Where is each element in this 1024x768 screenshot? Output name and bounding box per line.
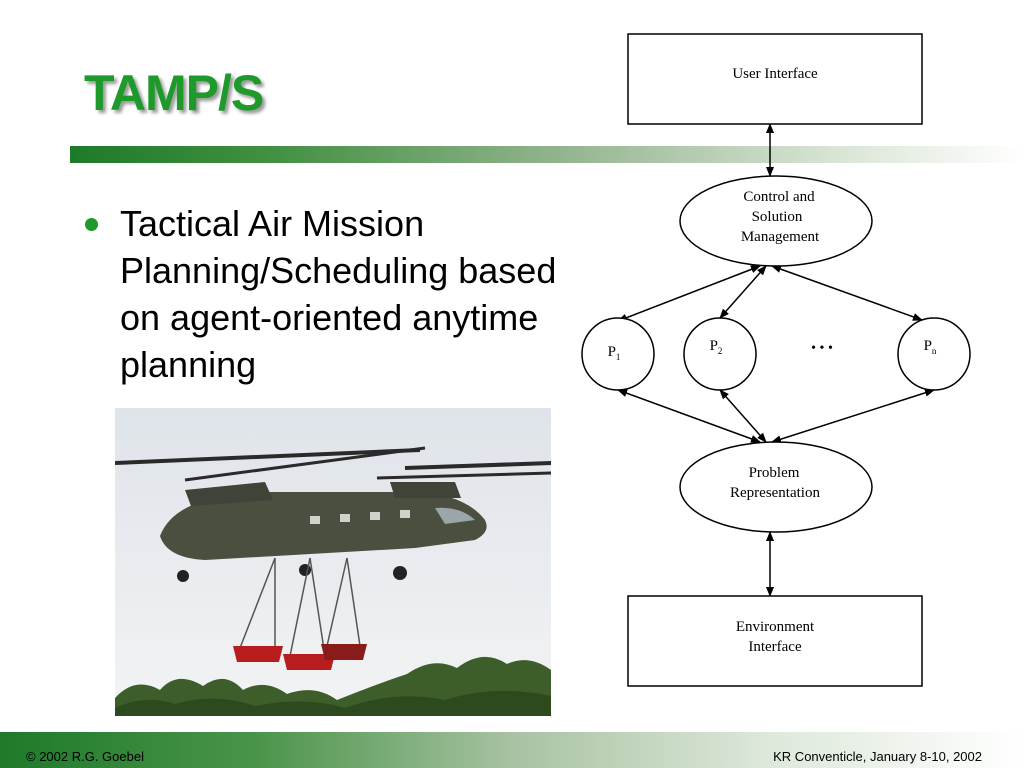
problem-representation-node [679, 441, 873, 533]
planner-p1-label: P1 [608, 344, 621, 362]
environment-interface-box [627, 595, 923, 687]
environment-label-line2: Interface [748, 639, 802, 655]
control-label-line1: Control and [743, 189, 815, 205]
connector-control-p2 [719, 265, 767, 319]
control-label-line2: Solution [752, 209, 803, 225]
planner-pn-label: Pn [924, 338, 937, 356]
connector-control-p1 [617, 265, 761, 322]
planner-ellipsis: • • • [811, 341, 833, 356]
problem-label-line2: Representation [730, 485, 820, 501]
connector-control-pn [771, 265, 923, 321]
planner-pn-node [897, 317, 971, 391]
control-label-line3: Management [741, 229, 820, 245]
environment-label-line1: Environment [736, 619, 815, 635]
slide-title: TAMP/S [84, 65, 264, 121]
bullet-dot-icon [85, 218, 98, 231]
planner-p2-node [683, 317, 757, 391]
problem-label-line1: Problem [749, 465, 800, 481]
helicopter-photo [115, 408, 551, 716]
architecture-diagram: User Interface Control and Solution Mana… [581, 33, 971, 687]
title-gradient-bar [70, 146, 1024, 163]
control-management-node [679, 175, 873, 267]
footer-gradient-bar [0, 732, 1024, 768]
connector-p2-problem [719, 389, 767, 443]
user-interface-box [627, 33, 923, 125]
planner-p2-label: P2 [710, 338, 723, 356]
planner-p1-node [581, 317, 655, 391]
connector-pn-problem [771, 388, 935, 444]
bullet-text: Tactical Air Mission Planning/Scheduling… [120, 203, 557, 385]
footer-copyright: © 2002 R.G. Goebel [26, 749, 144, 764]
connector-p1-problem [617, 389, 761, 443]
footer-event: KR Conventicle, January 8-10, 2002 [773, 749, 982, 764]
user-interface-label: User Interface [732, 66, 818, 82]
